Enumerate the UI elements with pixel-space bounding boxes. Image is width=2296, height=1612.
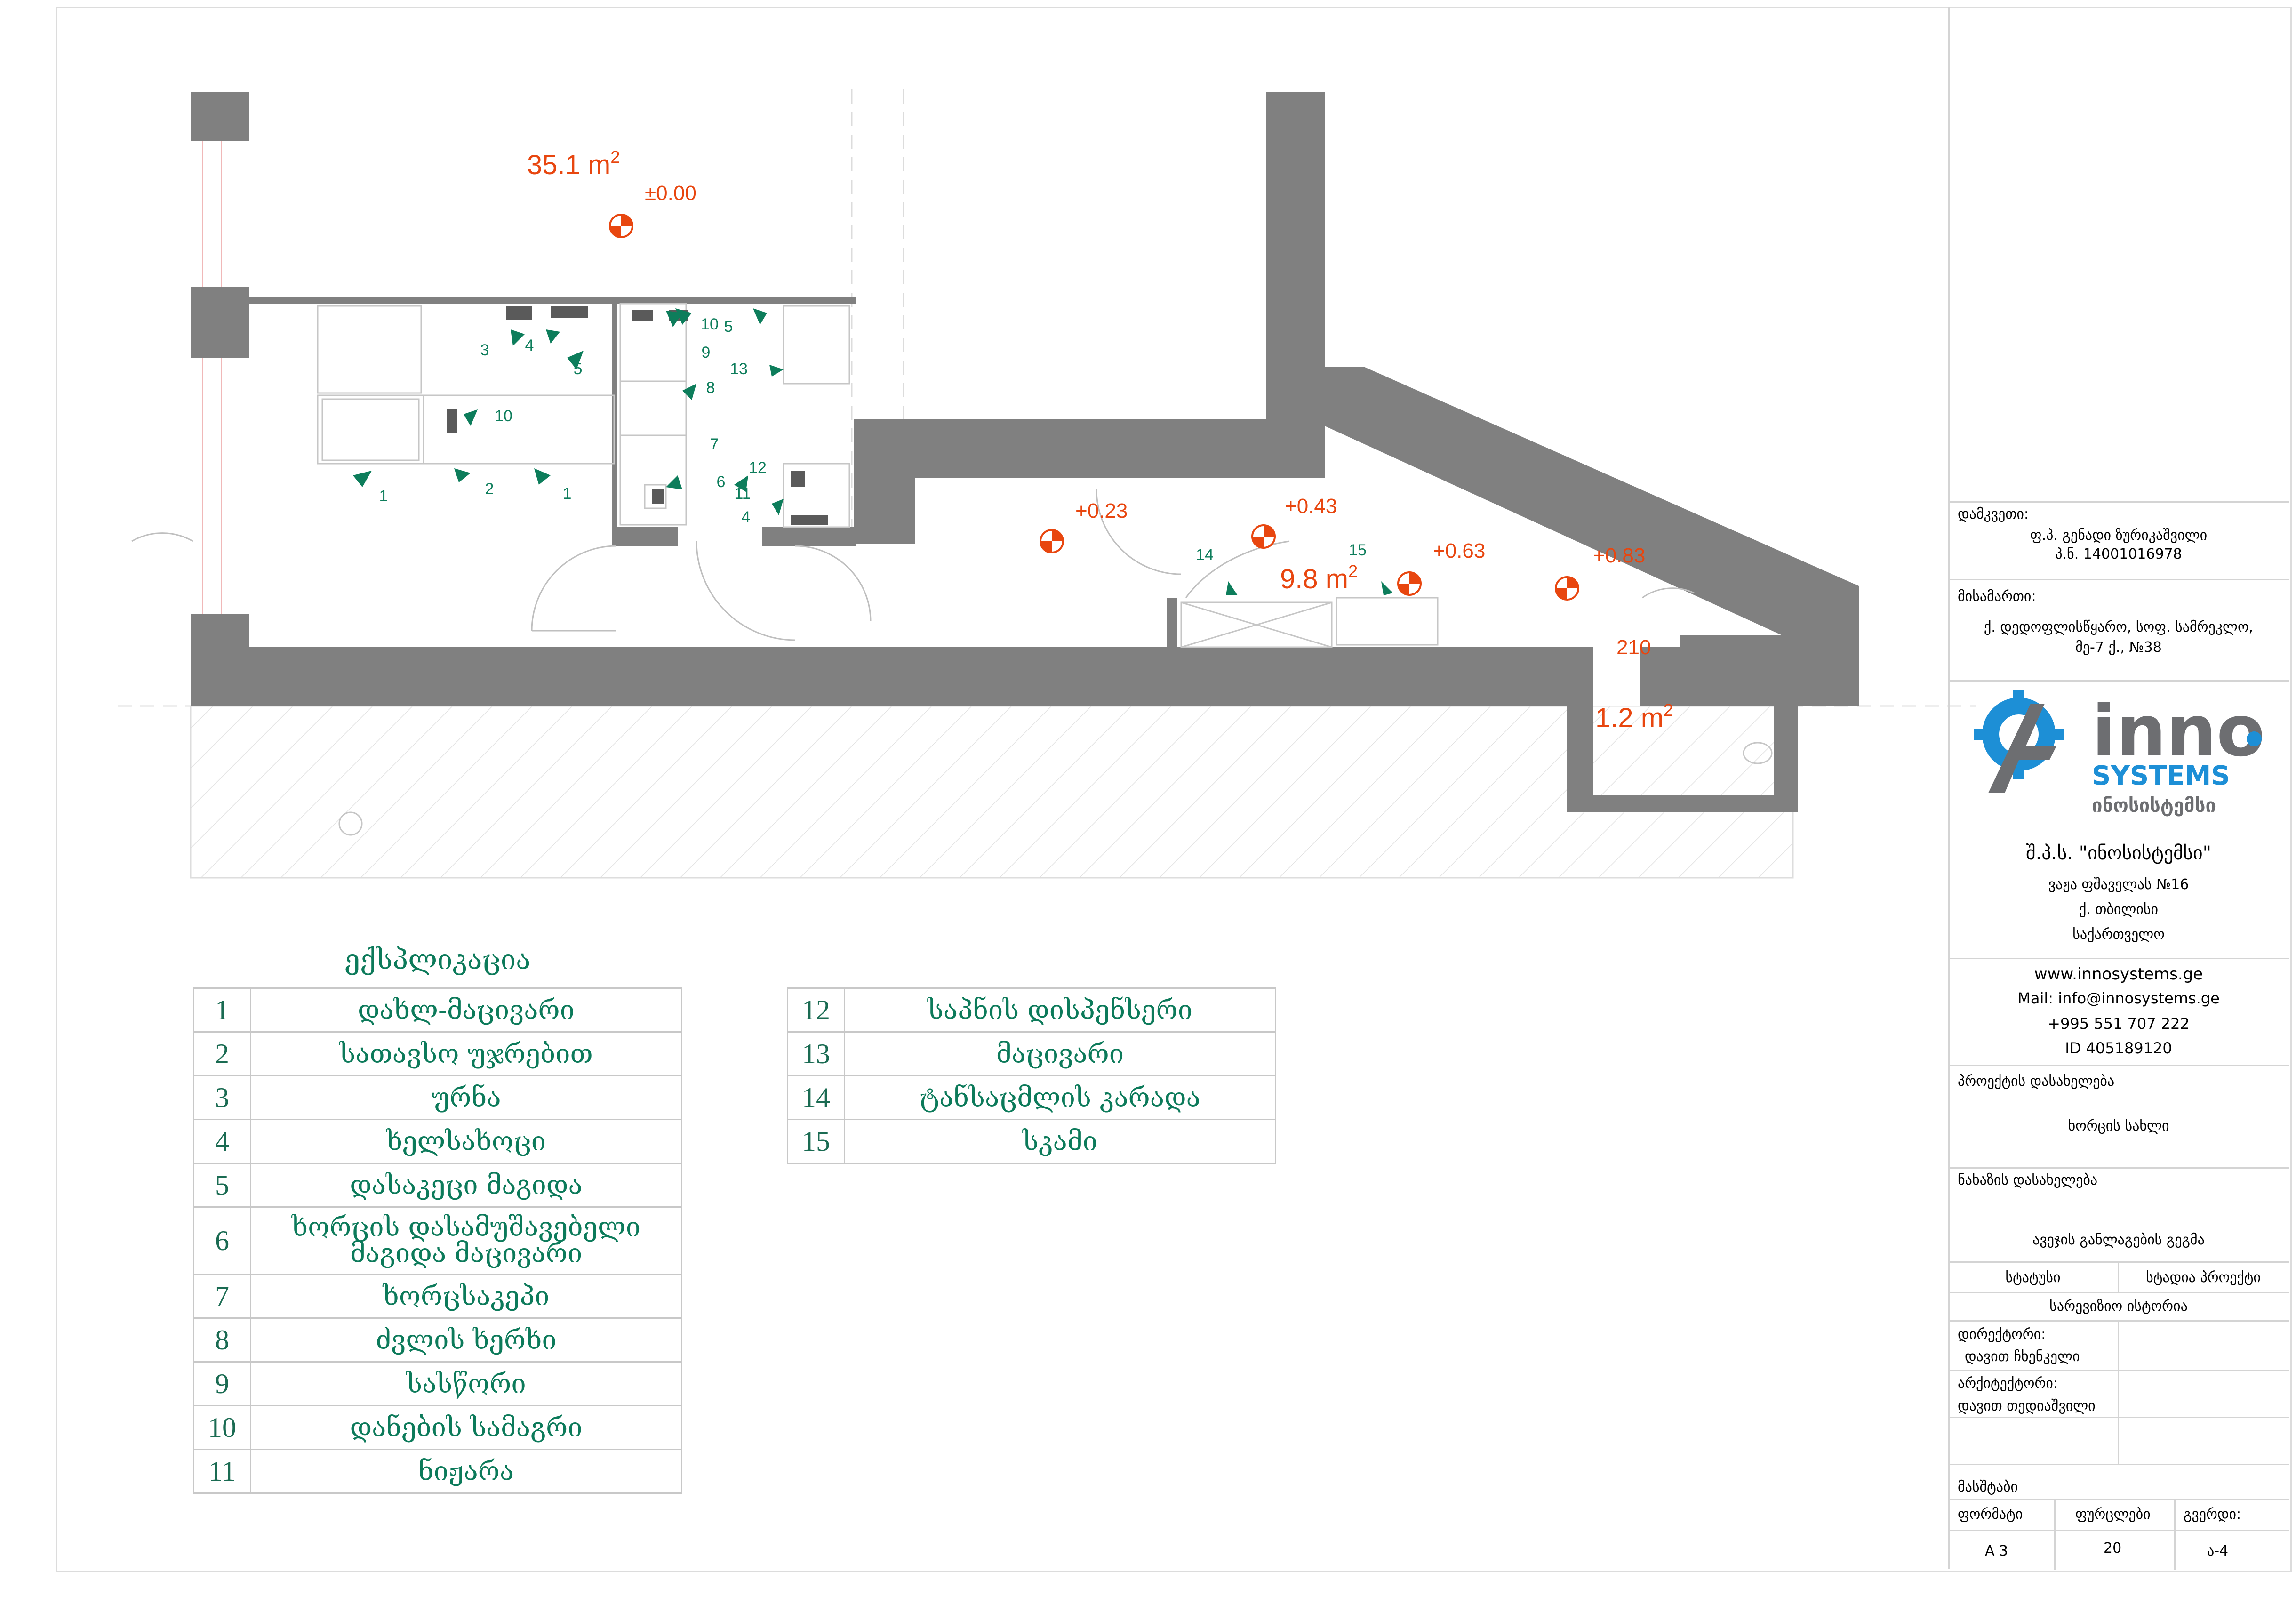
svg-text:11: 11 (734, 485, 751, 503)
equipment-arrows (353, 308, 1393, 595)
svg-text:8: 8 (706, 379, 715, 397)
svg-text:4: 4 (525, 337, 534, 354)
email-link[interactable]: Mail: info@innosystems.ge (2017, 989, 2220, 1007)
company-country: საქართველო (2072, 926, 2165, 943)
status-value: სტადია პროექტი (2146, 1269, 2261, 1286)
revision-history: სარევიზიო ისტორია (2049, 1298, 2188, 1315)
fixtures (447, 306, 828, 525)
svg-text:6: 6 (717, 473, 726, 491)
walls (191, 92, 1859, 812)
approver-label: დამკვეთი: (1958, 506, 2029, 522)
svg-text:13: 13 (730, 360, 748, 378)
svg-text:15: 15 (1349, 541, 1367, 559)
company-address: ვაჟა ფშაველას №16 (2048, 876, 2189, 893)
address-label: მისამართი: (1958, 588, 2036, 605)
approver-id: პ.ნ. 14001016978 (2055, 546, 2182, 562)
page-label: გვერდი: (2184, 1506, 2241, 1523)
furniture (317, 303, 1773, 836)
svg-text:10: 10 (701, 315, 719, 333)
scale-label: მასშტაბი (1958, 1479, 2018, 1495)
svg-text:3: 3 (480, 341, 489, 359)
svg-text:5: 5 (574, 360, 583, 378)
company-id: ID 405189120 (2065, 1039, 2172, 1057)
project-label: პროექტის დასახელება (1958, 1073, 2115, 1090)
sheet-border (56, 7, 2292, 1572)
area-corridor: 9.8 m2 (1280, 561, 1358, 594)
architect-name: დავით თედიაშვილი (1958, 1398, 2096, 1414)
level-label: +0.63 (1433, 539, 1485, 562)
drawing-name: ავეჯის განლაგების გეგმა (2032, 1232, 2205, 1248)
doors (131, 489, 1695, 641)
format-label: ფორმატი (1958, 1506, 2023, 1523)
sheets-label: ფურცლები (2075, 1506, 2151, 1523)
area-wc: 1.2 m2 (1595, 700, 1673, 733)
director-name: დავით ჩხენკელი (1965, 1348, 2080, 1365)
svg-text:14: 14 (1196, 546, 1214, 564)
level-label: ±0.00 (645, 182, 696, 205)
company-name: შ.პ.ს. "ინოსისტემსი" (2025, 842, 2212, 864)
svg-text:10: 10 (495, 407, 512, 425)
svg-text:9: 9 (702, 344, 711, 361)
svg-text:4: 4 (742, 508, 751, 526)
phone-number: +995 551 707 222 (2048, 1015, 2190, 1033)
address-line1: ქ. დედოფლისწყარო, სოფ. სამრეკლო, (1984, 619, 2254, 635)
svg-text:12: 12 (749, 459, 767, 477)
approver-name: ფ.პ. გენადი ზურიკაშვილი (2030, 527, 2208, 544)
director-label: დირექტორი: (1958, 1326, 2046, 1343)
level-label: +0.23 (1075, 499, 1128, 522)
door-width: 210 (1616, 636, 1651, 659)
svg-text:1: 1 (379, 487, 388, 505)
legend-title: ექსპლიკაცია (344, 944, 531, 976)
window (202, 141, 222, 614)
level-label: +0.43 (1285, 495, 1337, 518)
status-label: სტატუსი (2005, 1269, 2061, 1286)
company-logo: inno SYSTEMS ინოსისტემსი (1974, 690, 2265, 817)
sheets-value: 20 (2104, 1540, 2122, 1556)
level-label: +0.83 (1593, 544, 1645, 567)
ground-hatch (190, 705, 1794, 879)
svg-text:ინოსისტემსი: ინოსისტემსი (2092, 795, 2216, 817)
svg-text:SYSTEMS: SYSTEMS (2092, 761, 2230, 791)
website-link[interactable]: www.innosystems.ge (2034, 965, 2203, 984)
architect-label: არქიტექტორი: (1958, 1375, 2058, 1392)
format-value: A 3 (1985, 1543, 2008, 1559)
svg-text:2: 2 (485, 480, 494, 498)
company-city: ქ. თბილისი (2079, 901, 2159, 918)
svg-text:5: 5 (724, 318, 733, 336)
svg-text:1: 1 (563, 485, 572, 503)
svg-text:7: 7 (710, 435, 719, 453)
svg-text:inno: inno (2092, 690, 2265, 772)
level-markers (609, 214, 1579, 601)
page-value: ა-4 (2207, 1543, 2229, 1559)
drawing-label: ნახაზის დასახელება (1958, 1172, 2098, 1188)
project-name: ხორცის სახლი (2068, 1118, 2169, 1134)
address-line2: მე-7 ქ., №38 (2075, 639, 2162, 656)
grid-lines (118, 89, 1976, 707)
area-main: 35.1 m2 (527, 147, 620, 180)
equipment-numbers: 1 2 1 3 4 5 10 10 5 9 13 8 7 12 6 11 4 1… (379, 315, 1367, 564)
